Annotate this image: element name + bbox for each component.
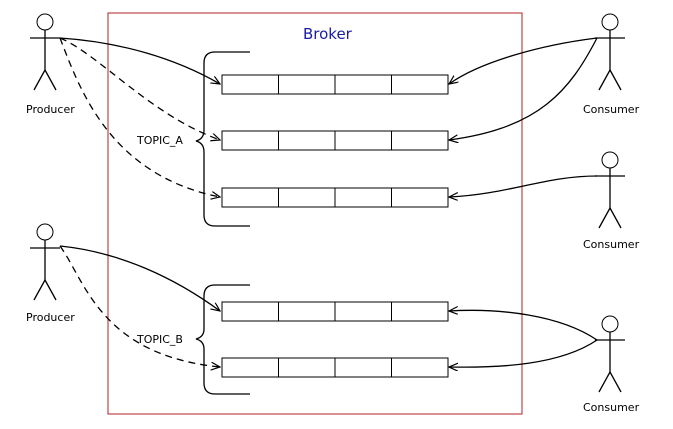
producer-1-label: Producer bbox=[26, 103, 75, 116]
partition-a2 bbox=[221, 130, 449, 151]
consumer-3-from-b2-arrow bbox=[449, 339, 598, 367]
partition-b1 bbox=[221, 301, 449, 322]
consumer-2-figure bbox=[595, 151, 625, 229]
partition-a1 bbox=[221, 74, 449, 95]
producer-1-figure bbox=[30, 13, 60, 91]
consumer-3-figure bbox=[595, 315, 625, 393]
topic-b-label: TOPIC_B bbox=[136, 333, 183, 346]
consumer-1-figure bbox=[595, 13, 625, 91]
consumer-1-from-a1-arrow bbox=[449, 37, 598, 84]
partition-b2 bbox=[221, 357, 449, 378]
consumer-3-from-b1-arrow bbox=[449, 310, 598, 341]
producer-2-label: Producer bbox=[26, 311, 75, 324]
broker-title: Broker bbox=[303, 25, 353, 43]
producer-2-to-b1-arrow bbox=[59, 245, 220, 311]
producer-1-to-a3-arrow bbox=[59, 37, 220, 197]
consumer-2-from-a3-arrow bbox=[449, 175, 598, 197]
producer-1-to-a1-arrow bbox=[59, 37, 220, 84]
producer-2-figure bbox=[30, 223, 60, 301]
broker-box bbox=[107, 12, 523, 415]
topic-a-brace bbox=[195, 51, 250, 227]
producer-1-to-a2-arrow bbox=[59, 37, 220, 140]
consumer-3-label: Consumer bbox=[583, 401, 640, 414]
topic-b-brace bbox=[195, 284, 250, 395]
consumer-1-label: Consumer bbox=[583, 103, 640, 116]
consumer-2-label: Consumer bbox=[583, 238, 640, 251]
topic-a-label: TOPIC_A bbox=[136, 134, 183, 147]
partition-a3 bbox=[221, 187, 449, 208]
consumer-1-from-a2-arrow bbox=[449, 37, 598, 140]
producer-2-to-b2-arrow bbox=[59, 245, 220, 367]
